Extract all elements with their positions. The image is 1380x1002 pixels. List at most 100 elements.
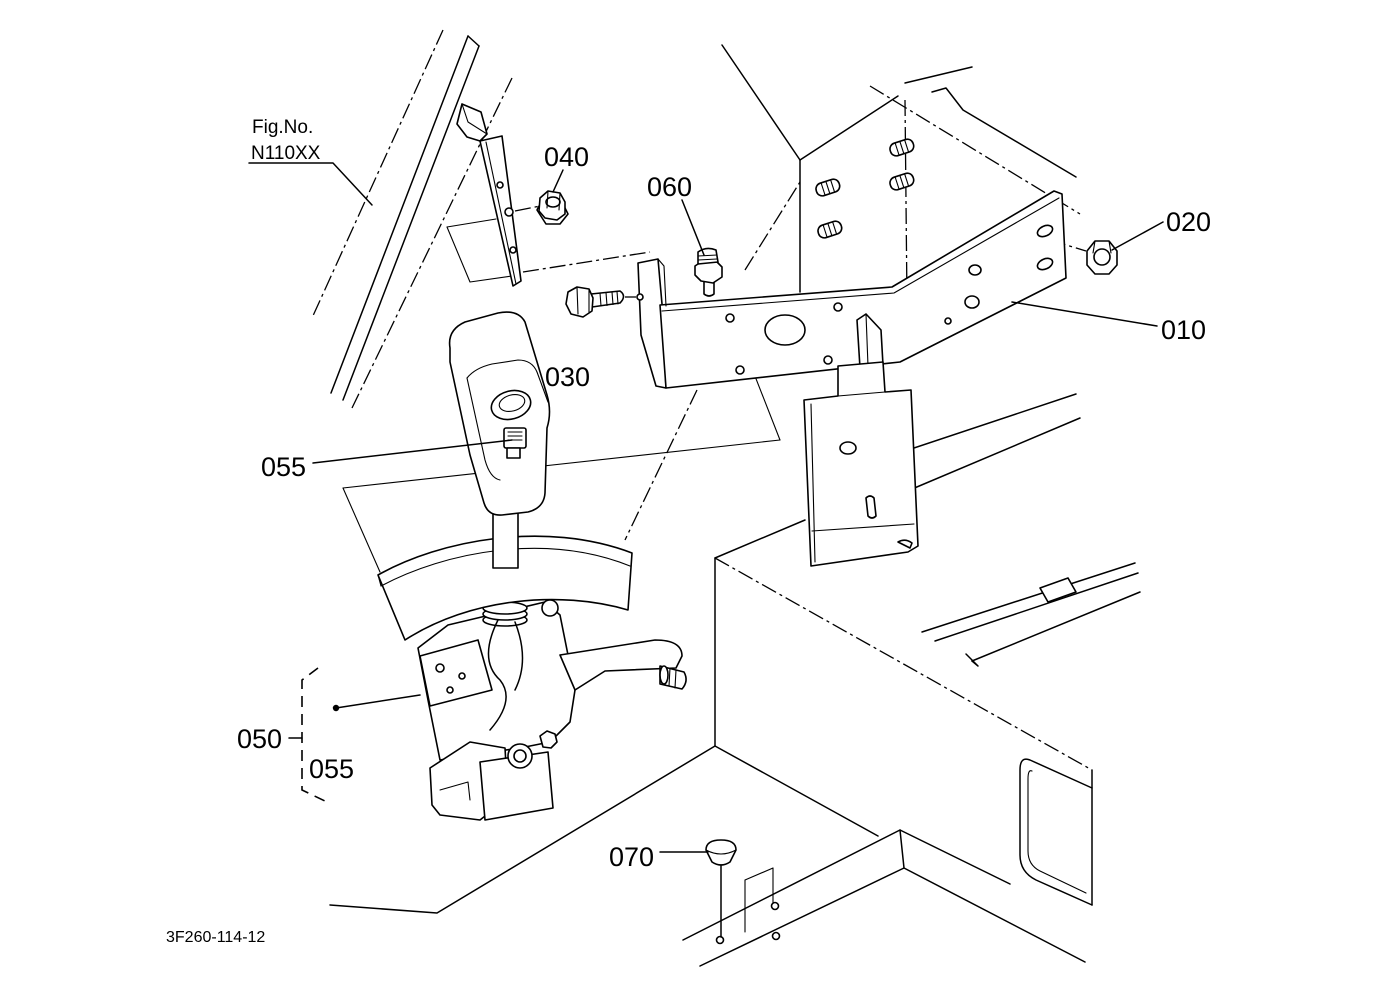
nut-facet [546,190,561,211]
stud-thread [894,139,910,156]
leader-055-knob [312,439,513,464]
mechanism-wire [487,619,507,731]
fig-underline [248,162,373,206]
bolt-shank [590,290,625,308]
bracket-top-edge [661,197,1060,312]
shift-knob [448,311,551,569]
bracket-010 [636,190,1067,389]
hanging-plate-notch [897,539,913,549]
rivet-head-edge [705,849,737,855]
callout-060: 060 [647,172,692,202]
box-latch [1039,577,1077,603]
box-window [1019,758,1093,906]
frame-clip-edge [461,103,488,135]
hanging-plate-flange [811,523,915,532]
frame-clip [456,103,488,142]
mechanism-plate [419,639,493,707]
knob-button-inner [498,394,526,412]
mechanism-hole [458,672,466,680]
hanging-plate-body [803,361,919,567]
nut-040 [536,190,569,225]
mechanism-solenoid-core [513,749,527,763]
mechanism-pin-thread [668,667,677,689]
knob-shaft [492,512,519,569]
hanging-tab-edge [865,313,869,367]
frame-edge [467,35,480,47]
bracket-hole [735,365,745,375]
panel-centerline [744,181,801,271]
stud [889,138,915,157]
panel-edge [904,66,973,84]
callout-010: 010 [1161,315,1206,345]
callout-055-knob: 055 [261,452,306,482]
knob-contour [466,359,549,403]
bracket-hole [968,264,982,276]
shift-mechanism [417,599,687,821]
plate-outline [446,218,513,283]
seat-frame-line [883,393,1077,459]
bolt-head-facet [576,286,590,315]
leader-040 [552,169,564,193]
bracket-fold [657,258,667,307]
frame-edge [342,45,480,401]
seat-box [714,519,1141,906]
step-edge [699,867,1086,967]
hanging-plate-pin [865,495,877,519]
mounting-plate [479,135,522,287]
nut-bore [1093,248,1111,266]
box-window-inner [1027,770,1087,894]
stud-thread [820,179,836,196]
panel-edge [799,95,899,161]
knob-outline-line [342,439,781,489]
bracket-hole [833,302,843,312]
bracket-hole-small [636,293,644,301]
step-hole [715,935,725,945]
bolt-030 [565,286,625,318]
alignment-line [514,205,541,212]
panel-edge [721,44,801,161]
stud [817,220,843,239]
step-hole [771,931,781,941]
plate-hole [496,181,504,189]
mechanism-hole [435,663,445,673]
frame-centerline [311,29,444,319]
box-edge [714,745,879,837]
bolt-head [565,286,594,318]
fig-number: N110XX [251,143,321,164]
leader-050 [335,694,421,709]
mechanism-nut [539,730,558,749]
seat-frame-line [904,417,1081,493]
cab-panel-right [721,44,1081,493]
box-top-rail [921,562,1136,633]
callout-050: 050 [237,724,282,754]
leader-010 [1011,301,1158,327]
mechanism-wire [514,621,524,691]
box-edge-hidden [714,557,1093,771]
assembly-bracket [301,667,328,803]
mechanism-hole [446,686,454,694]
frame-edge [330,35,469,394]
plate-hole [504,207,514,217]
stud [815,178,841,197]
bolt-thread [697,254,718,261]
box-edge [714,519,806,559]
mechanism-housing-edge [439,781,471,801]
floor-lines [329,745,1086,967]
knob-button [490,389,532,421]
bracket-slot [1036,224,1054,238]
floor-edge [329,745,716,914]
mechanism-pin-end [659,665,669,685]
leader-060 [681,199,705,256]
leader-020 [1111,221,1164,251]
plate-hole [509,246,517,254]
mechanism-bushing [541,599,559,617]
rivet-head [705,839,737,866]
panel-centerline [904,99,908,303]
nut-facet [1092,240,1112,254]
mechanism-lever-arm [559,639,683,691]
knob-outline-line [342,487,381,573]
hanging-plate-fold [810,403,816,563]
bracket-slot [1036,257,1054,271]
box-top-rail [934,572,1139,642]
